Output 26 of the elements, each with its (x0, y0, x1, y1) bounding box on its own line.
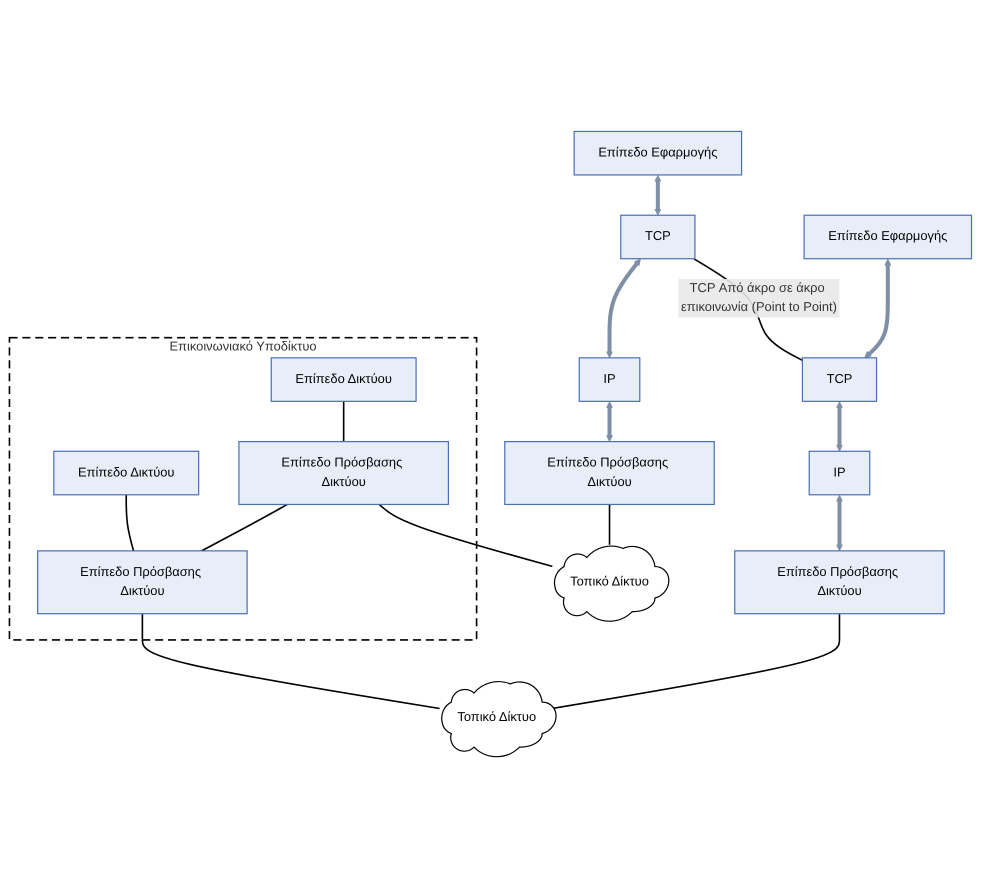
arrow (606, 259, 641, 359)
arrow (836, 402, 844, 452)
node-box: IP (578, 358, 640, 402)
node-box: Επίπεδο Εφαρμογής (804, 215, 972, 260)
node-box: Επίπεδο Δικτύου (53, 451, 200, 496)
arrow (606, 402, 614, 442)
node-box: TCP (620, 215, 696, 260)
arrow (864, 259, 892, 359)
connector (342, 402, 344, 442)
connector (378, 504, 553, 568)
connector (608, 504, 610, 546)
node-box: Επίπεδο Πρόσβασης Δικτύου (238, 441, 449, 506)
arrow (836, 495, 844, 552)
node-box: Επίπεδο Δικτύου (270, 358, 417, 402)
arrow (654, 175, 662, 216)
node-box: Επίπεδο Εφαρμογής (574, 131, 742, 176)
node-box: TCP (802, 358, 878, 402)
connector (125, 495, 134, 552)
node-box: Επίπεδο Πρόσβασης Δικτύου (37, 550, 248, 615)
connector (554, 614, 840, 710)
edge-label: TCP Από άκρο σε άκρο επικοινωνία (Point to Point) (680, 282, 837, 315)
connector (201, 504, 288, 552)
node-box: Επίπεδο Πρόσβασης Δικτύου (734, 550, 945, 615)
node-box: IP (808, 451, 870, 496)
connector (142, 614, 440, 710)
node-box: Επίπεδο Πρόσβασης Δικτύου (504, 441, 715, 506)
